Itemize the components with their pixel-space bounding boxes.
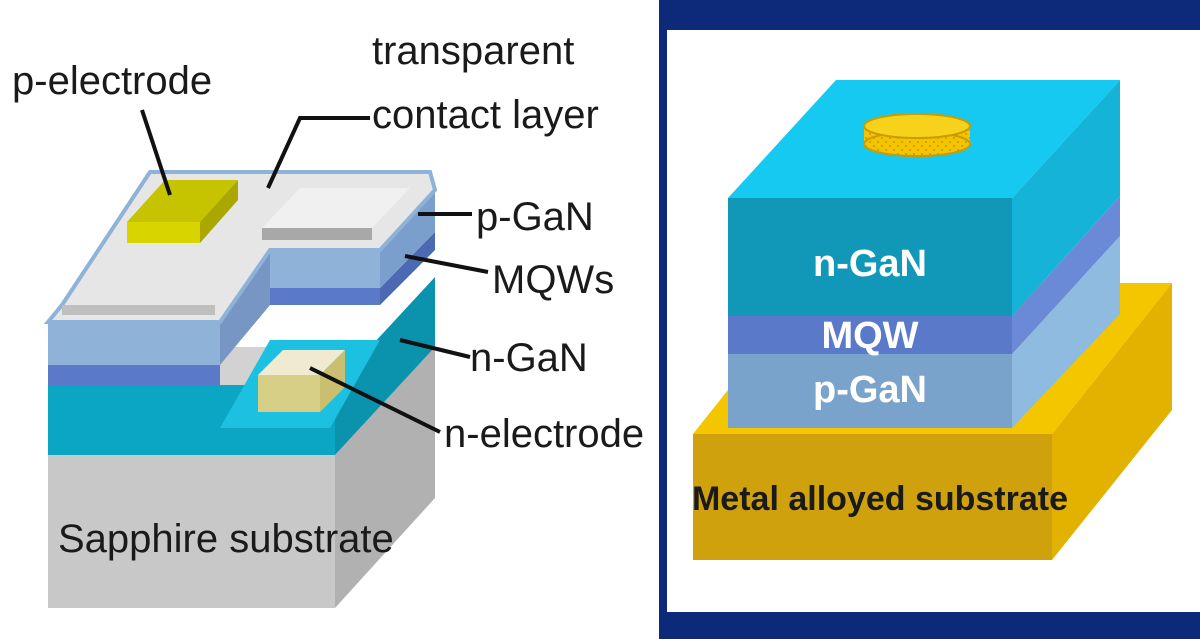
n-electrode-label: n-electrode — [444, 412, 644, 456]
metal-substrate-label: Metal alloyed substrate — [692, 480, 1068, 518]
callout-lines — [140, 109, 489, 434]
p-gan-label-left: p-GaN — [476, 195, 594, 239]
transparent-contact-label-line1: transparent — [372, 29, 574, 73]
p-gan-front — [728, 354, 1012, 428]
transparent-contact-label-line2: contact layer — [372, 93, 599, 137]
n-gan-label-left: n-GaN — [470, 336, 588, 380]
mqws-label: MQWs — [492, 258, 614, 302]
n-gan-label-right: n-GaN — [813, 243, 927, 285]
p-electrode-pad — [127, 180, 238, 243]
p-gan-label-right: p-GaN — [813, 369, 927, 411]
p-electrode-label: p-electrode — [12, 59, 212, 103]
lateral-led-diagram: p-electrode transparent contact layer p-… — [12, 29, 644, 608]
sapphire-substrate-label: Sapphire substrate — [58, 517, 394, 561]
top-electrode-dot — [863, 113, 971, 157]
mqw-layer — [48, 232, 435, 385]
mqw-front — [728, 316, 1012, 354]
n-gan-front — [728, 198, 1012, 316]
mqw-label: MQW — [821, 315, 918, 357]
vertical-led-panel: n-GaN MQW p-GaN Metal alloyed substrate — [659, 0, 1200, 639]
n-electrode-pad — [258, 350, 345, 412]
